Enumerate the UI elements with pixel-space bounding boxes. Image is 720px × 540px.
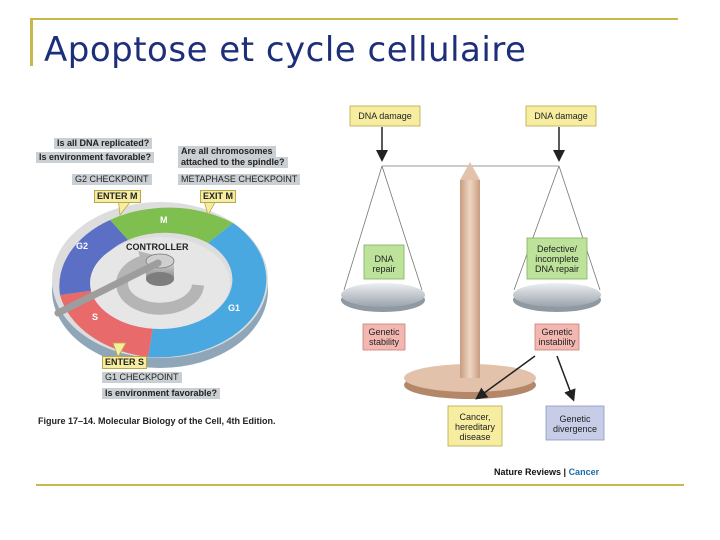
cancer-box	[447, 405, 503, 447]
controller-hub-bottom	[146, 272, 174, 286]
enter-s-label: ENTER S	[102, 356, 148, 369]
metaphase-checkpoint-label: METAPHASE CHECKPOINT	[178, 174, 301, 185]
genetic-instability-line1: Genetic	[541, 327, 573, 337]
left-pan	[341, 283, 425, 307]
slide-title: Apoptose et cycle cellulaire	[44, 30, 527, 70]
g2-checkpoint-label: G2 CHECKPOINT	[72, 174, 152, 185]
phase-m-arc	[110, 207, 233, 243]
controller-label: CONTROLLER	[126, 242, 189, 252]
title-top-rule	[30, 18, 678, 20]
dna-repair-box	[363, 244, 405, 280]
scale-pillar	[460, 180, 480, 378]
g2-question-2: Is environment favorable?	[36, 152, 155, 163]
rotation-arrow	[116, 254, 204, 315]
cancer-line3: disease	[459, 432, 491, 442]
phase-s-label: S	[92, 312, 99, 322]
defective-label-line3: DNA repair	[534, 264, 579, 274]
genetic-instability-line2: instability	[538, 337, 576, 347]
divergence-arrow	[556, 355, 576, 402]
cancer-line1: Cancer,	[459, 412, 491, 422]
g1-question: Is environment favorable?	[102, 388, 221, 399]
cell-cycle-diagram	[52, 196, 268, 368]
credit-separator: |	[561, 467, 569, 477]
dna-repair-label-line2: repair	[372, 264, 396, 274]
metaphase-question-line2: attached to the spindle?	[178, 157, 288, 168]
metaphase-question-line1: Are all chromosomes	[178, 146, 276, 157]
divergence-line2: divergence	[552, 424, 598, 434]
cancer-arrow	[475, 355, 536, 400]
g1-checkpoint-label: G1 CHECKPOINT	[102, 372, 182, 383]
credit-topic: Cancer	[568, 467, 600, 477]
defective-repair-box	[526, 237, 588, 280]
controller-pointer	[54, 259, 162, 317]
dna-damage-left-box	[349, 105, 421, 127]
genetic-stability-box	[362, 323, 406, 351]
phase-g2-arc	[59, 220, 128, 295]
genetic-stability-line1: Genetic	[368, 327, 400, 337]
exit-m-label: EXIT M	[200, 190, 237, 203]
phase-g1-arc	[148, 223, 267, 358]
g2-question-1: Is all DNA replicated?	[54, 138, 153, 149]
nature-reviews-credit: Nature Reviews | Cancer	[494, 467, 599, 477]
phase-g1-label: G1	[228, 303, 241, 313]
divergence-line1: Genetic	[559, 414, 591, 424]
dna-damage-left-label: DNA damage	[358, 111, 412, 121]
phase-s-arc	[60, 290, 153, 357]
dna-damage-right-box	[525, 105, 597, 127]
right-pan	[513, 283, 601, 307]
enter-s-pointer	[112, 342, 127, 358]
phase-m-label: M	[160, 215, 168, 225]
title-left-rule	[30, 18, 33, 66]
dna-damage-right-label: DNA damage	[534, 111, 588, 121]
phase-g2-label: G2	[76, 241, 89, 251]
dna-damage-scale-diagram	[341, 105, 605, 447]
bottom-rule	[36, 484, 684, 486]
genetic-stability-line2: stability	[368, 337, 399, 347]
defective-label-line2: incomplete	[535, 254, 579, 264]
defective-label-line1: Defective/	[536, 244, 578, 254]
divergence-box	[545, 405, 605, 441]
scale-pillar-tip	[460, 162, 480, 180]
genetic-instability-box	[534, 323, 580, 351]
credit-journal: Nature Reviews	[494, 467, 562, 477]
figure-caption: Figure 17–14. Molecular Biology of the C…	[38, 416, 276, 426]
cancer-line2: hereditary	[454, 422, 496, 432]
enter-m-label: ENTER M	[94, 190, 141, 203]
dna-repair-label-line1: DNA	[374, 254, 394, 264]
